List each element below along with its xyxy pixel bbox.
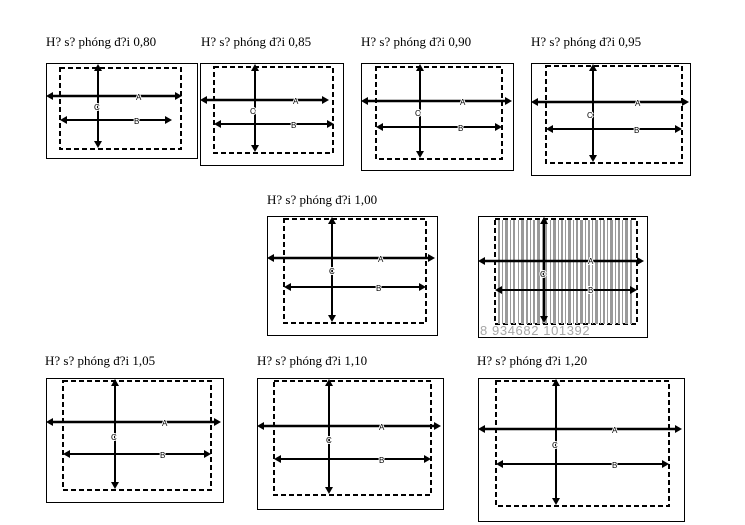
barcode-digits: 8 934682 101392 <box>480 323 590 338</box>
diagram-barcode: A B C 8 934682 101392 <box>478 216 648 338</box>
label-a: A <box>379 423 385 432</box>
label-c: C <box>415 109 421 118</box>
label-b: B <box>634 126 639 135</box>
panel-title-100: H? s? phóng đ?i 1,00 <box>267 192 378 207</box>
diagram-085: A B C <box>200 63 344 166</box>
panel-title-110: H? s? phóng đ?i 1,10 <box>257 353 368 368</box>
label-a: A <box>635 99 641 108</box>
label-c: C <box>552 441 558 450</box>
panel-title-090: H? s? phóng đ?i 0,90 <box>361 34 472 49</box>
panel-title-105: H? s? phóng đ?i 1,05 <box>45 353 156 368</box>
label-c: C <box>111 433 117 442</box>
diagram-100: A B C <box>267 216 438 336</box>
panel-title-120: H? s? phóng đ?i 1,20 <box>477 353 588 368</box>
panel-title-080: H? s? phóng đ?i 0,80 <box>46 34 157 49</box>
barcode-bars <box>498 220 632 324</box>
label-c: C <box>326 436 332 445</box>
label-b: B <box>588 286 593 295</box>
label-c: C <box>94 103 100 112</box>
label-a: A <box>378 255 384 264</box>
diagram-090: A B C <box>361 63 514 171</box>
label-b: B <box>458 124 463 133</box>
diagram-120: A B C <box>478 378 685 522</box>
label-c: C <box>329 267 335 276</box>
diagram-080: A B C <box>46 63 198 159</box>
label-b: B <box>376 284 381 293</box>
label-c: C <box>250 107 256 116</box>
diagram-110: A B C <box>257 378 444 510</box>
diagram-095: A B C <box>531 63 691 176</box>
label-b: B <box>612 461 617 470</box>
label-a: A <box>293 97 299 106</box>
label-c: C <box>540 270 546 279</box>
label-a: A <box>460 98 466 107</box>
label-a: A <box>612 426 618 435</box>
panel-title-085: H? s? phóng đ?i 0,85 <box>201 34 312 49</box>
diagram-105: A B C <box>46 378 224 503</box>
label-b: B <box>379 456 384 465</box>
label-b: B <box>160 451 165 460</box>
label-a: A <box>588 257 594 266</box>
label-a: A <box>136 93 142 102</box>
panel-title-095: H? s? phóng đ?i 0,95 <box>531 34 642 49</box>
label-a: A <box>162 419 168 428</box>
label-c: C <box>587 111 593 120</box>
label-b: B <box>291 121 296 130</box>
label-b: B <box>134 117 139 126</box>
